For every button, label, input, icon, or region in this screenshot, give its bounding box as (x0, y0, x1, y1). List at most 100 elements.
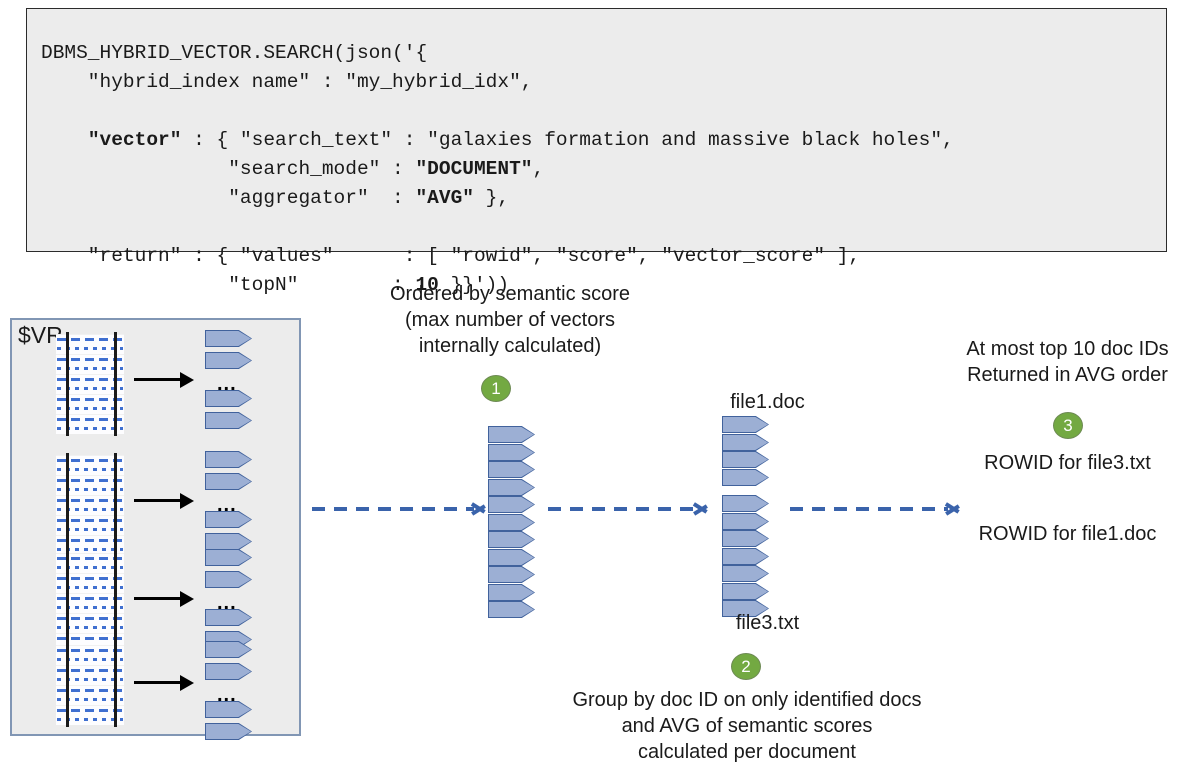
vector-chevron-fill (723, 601, 768, 616)
doc-text-line (57, 566, 123, 569)
file1-vector-chevron (722, 416, 769, 433)
vector-chevron-fill (723, 435, 768, 450)
document-page (56, 553, 124, 573)
doc-text-line (57, 626, 123, 629)
doc-text-line (57, 548, 123, 551)
ellipsis-indicator: ... (217, 684, 237, 706)
vector-chevron (205, 641, 252, 658)
ordered-vector-chevron (488, 496, 535, 513)
ordered-vector-chevron (488, 514, 535, 531)
doc-text-line (57, 539, 123, 542)
ordered-vector-chevron (488, 444, 535, 461)
vector-chevron (205, 352, 252, 369)
doc-text-line (57, 479, 123, 482)
vector-chevron-fill (489, 585, 534, 600)
document-page (56, 334, 124, 354)
document-stack (56, 551, 124, 655)
document-page (56, 495, 124, 515)
vector-chevron-fill (206, 642, 251, 657)
vector-chevron-fill (206, 724, 251, 739)
doc-text-line (57, 468, 123, 471)
document-page (56, 593, 124, 613)
vector-chevron-fill (489, 480, 534, 495)
doc-text-line (57, 689, 123, 692)
vector-chevron-fill (489, 602, 534, 617)
file3-vector-chevron (722, 495, 769, 512)
vector-chevron-fill (206, 331, 251, 346)
doc-text-line (57, 508, 123, 511)
doc-text-line (57, 698, 123, 701)
vector-chevron-fill (206, 353, 251, 368)
vector-chevron-fill (206, 550, 251, 565)
transform-arrow (134, 591, 194, 607)
document-page (56, 705, 124, 725)
vector-chevron-fill (489, 567, 534, 582)
document-page (56, 535, 124, 555)
ordered-vector-chevron (488, 479, 535, 496)
doc-text-line (57, 577, 123, 580)
ordered-vector-chevron (488, 584, 535, 601)
vector-chevron-fill (489, 532, 534, 547)
file3-vector-chevron (722, 548, 769, 565)
document-page (56, 515, 124, 535)
file3-vector-chevron (722, 513, 769, 530)
document-page (56, 573, 124, 593)
doc-text-line (57, 367, 123, 370)
vector-chevron (205, 549, 252, 566)
file1-vector-chevron (722, 469, 769, 486)
vector-chevron-fill (723, 496, 768, 511)
doc-text-line (57, 407, 123, 410)
doc-text-line (57, 528, 123, 531)
document-page (56, 685, 124, 705)
doc-text-line (57, 427, 123, 430)
document-page (56, 455, 124, 475)
vector-chevron-fill (723, 531, 768, 546)
document-page (56, 354, 124, 374)
vector-chevron (205, 663, 252, 680)
file1-vector-chevron (722, 434, 769, 451)
ordered-vector-chevron (488, 549, 535, 566)
document-page (56, 414, 124, 434)
vector-chevron-fill (206, 534, 251, 549)
doc-text-line (57, 499, 123, 502)
vr-panel-label: $VR (18, 322, 63, 348)
vector-chevron (205, 723, 252, 740)
document-page (56, 374, 124, 394)
doc-text-line (57, 617, 123, 620)
result-rowid-file3: ROWID for file3.txt (984, 452, 1151, 474)
doc-text-line (57, 459, 123, 462)
vector-chevron-fill (723, 584, 768, 599)
doc-text-line (57, 347, 123, 350)
vector-chevron-fill (489, 497, 534, 512)
code-block-text: DBMS_HYBRID_VECTOR.SEARCH(json('{ "hybri… (41, 41, 954, 296)
vector-chevron (205, 390, 252, 407)
file3-vector-chevron (722, 583, 769, 600)
vector-chevron-fill (489, 550, 534, 565)
caption-step-1: Ordered by semantic score(max number of … (389, 283, 631, 357)
vector-chevron-fill (206, 512, 251, 527)
transform-arrow (134, 675, 194, 691)
ordered-vector-chevron (488, 461, 535, 478)
badge-step-2: 2 (731, 653, 761, 680)
doc-label-file1: file1.doc (730, 391, 805, 413)
flow-arrow-3 (790, 502, 960, 516)
doc-text-line (57, 418, 123, 421)
vector-chevron (205, 412, 252, 429)
document-page (56, 613, 124, 633)
vector-chevron-fill (489, 462, 534, 477)
doc-text-line (57, 398, 123, 401)
doc-text-line (57, 338, 123, 341)
vector-chevron (205, 571, 252, 588)
vector-chevron-fill (206, 391, 251, 406)
doc-text-line (57, 637, 123, 640)
vector-chevron (205, 451, 252, 468)
doc-text-line (57, 669, 123, 672)
document-stack (56, 643, 124, 727)
flow-arrow-2 (548, 502, 708, 516)
code-block-panel: DBMS_HYBRID_VECTOR.SEARCH(json('{ "hybri… (26, 8, 1167, 296)
transform-arrow (134, 493, 194, 509)
document-stack (56, 332, 124, 436)
doc-text-line (57, 358, 123, 361)
